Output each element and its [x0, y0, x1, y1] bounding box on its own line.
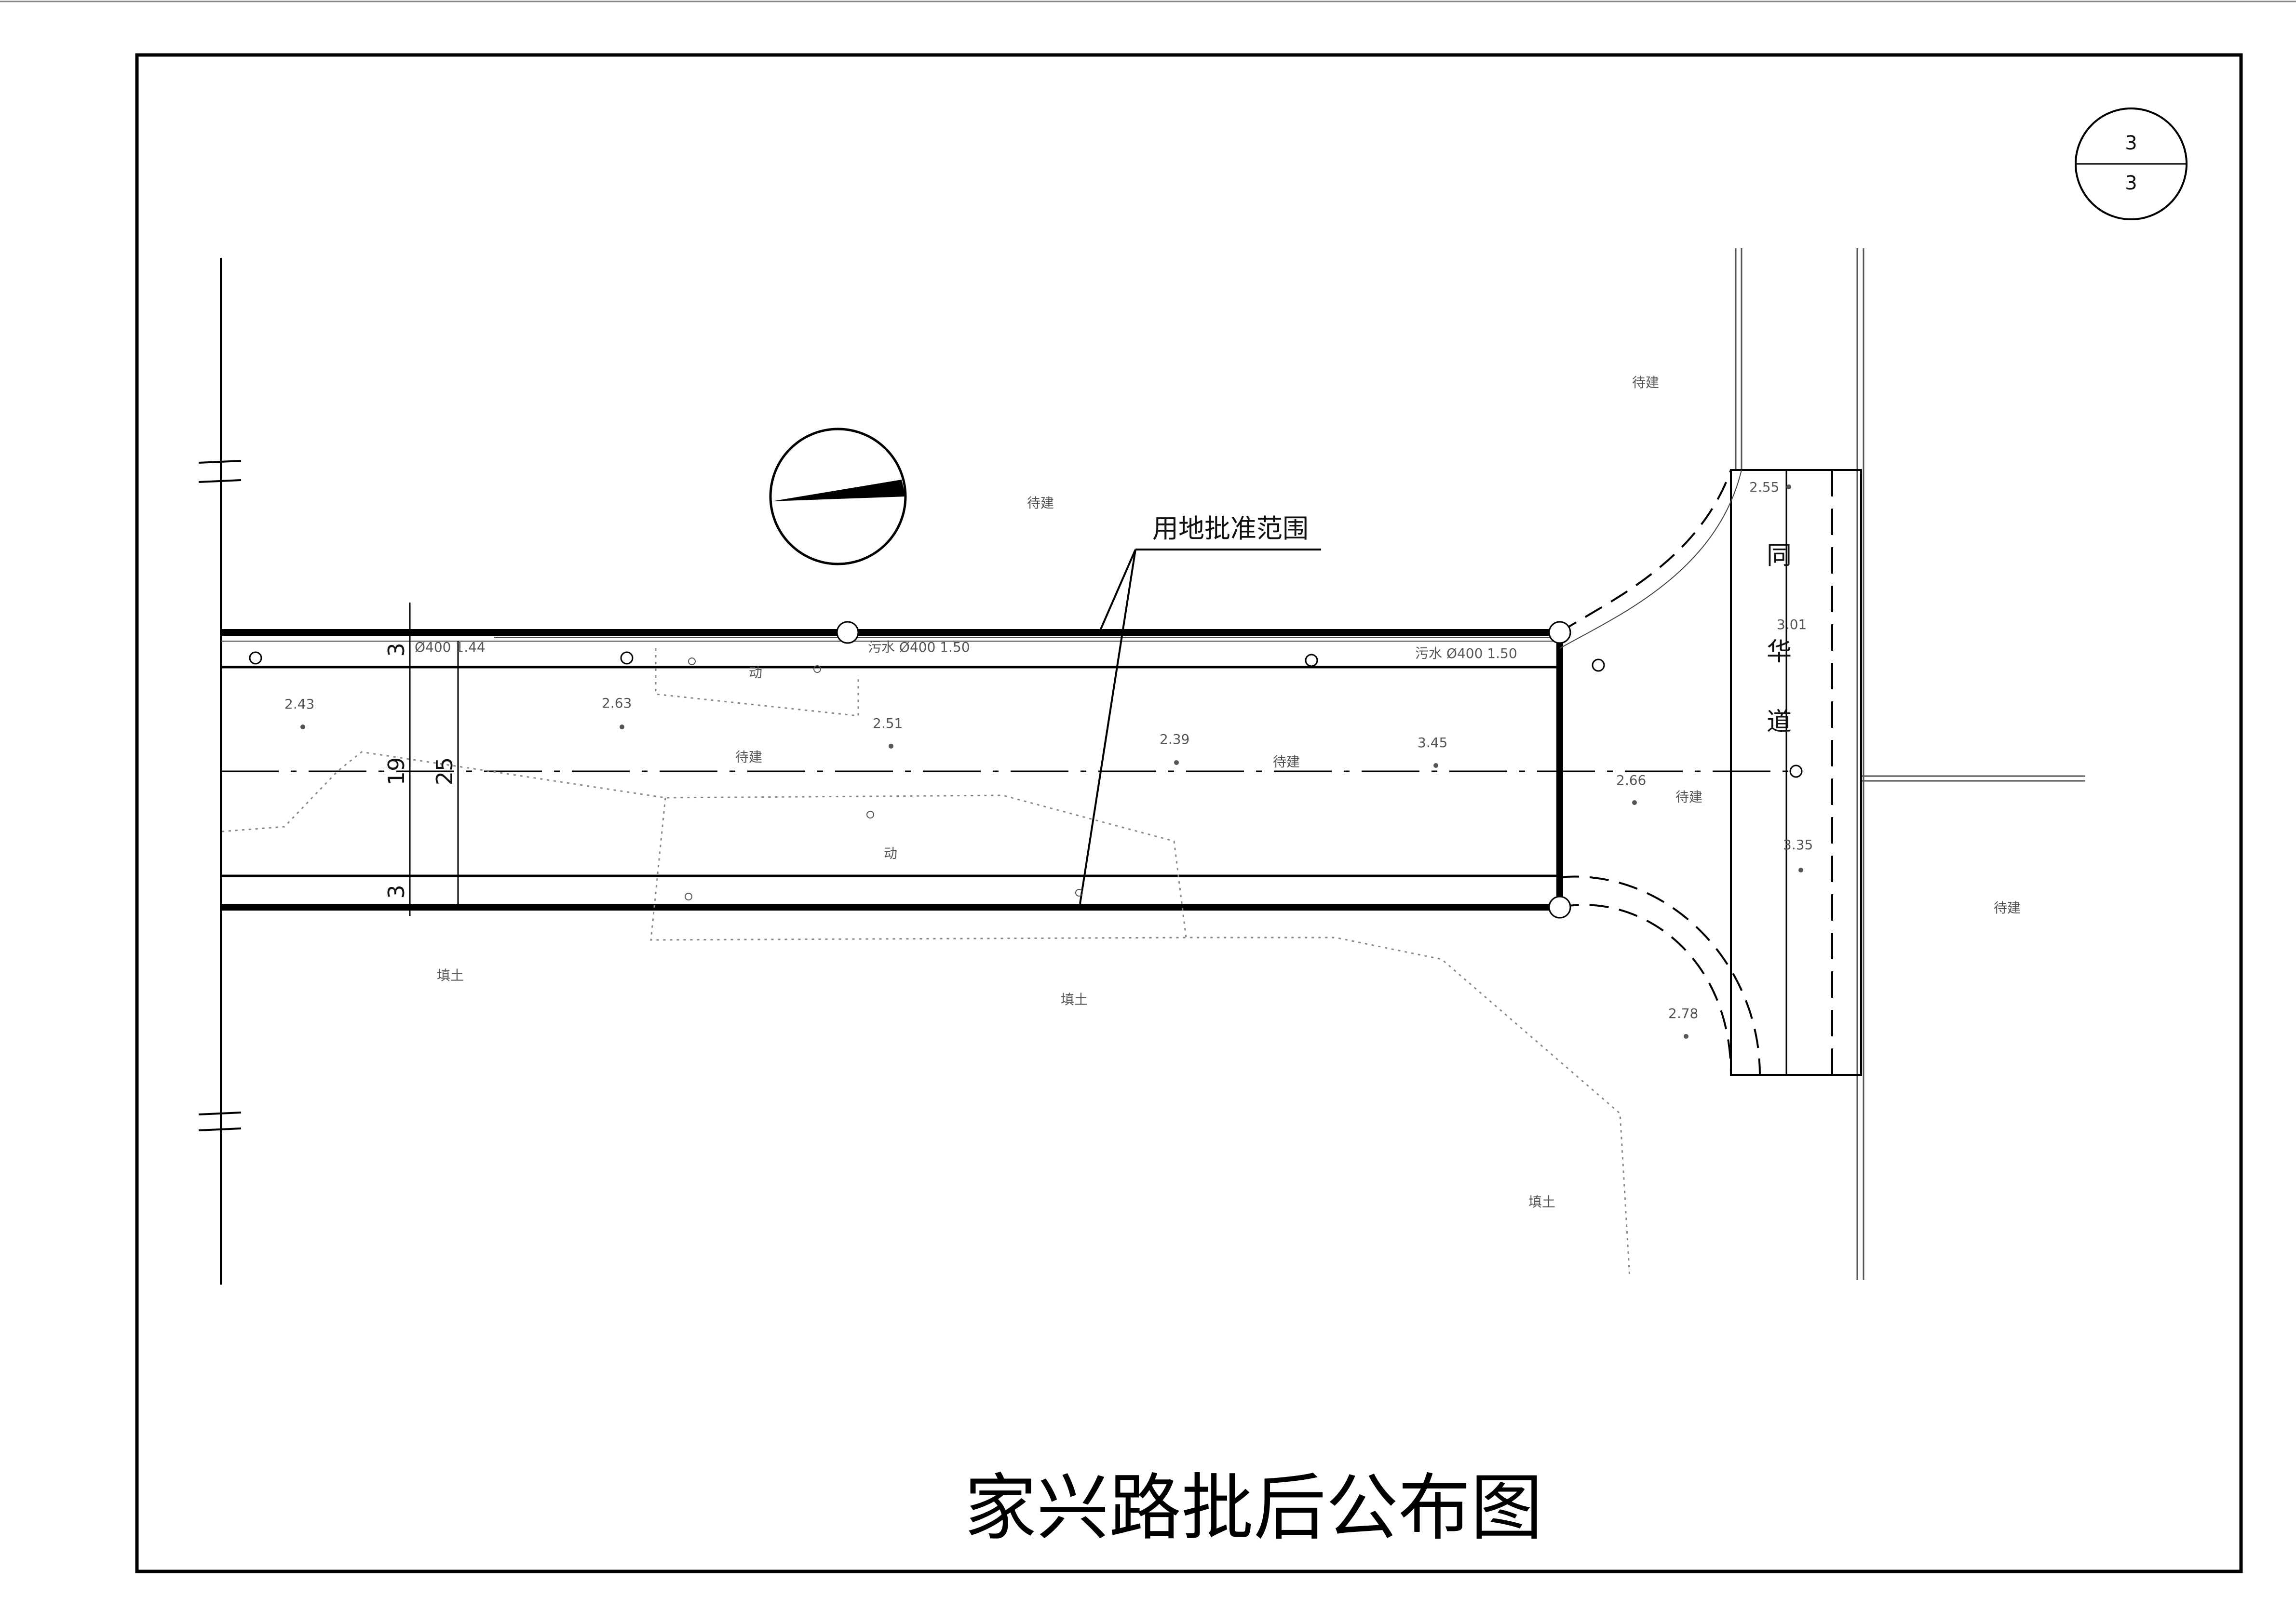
- elevation-3-45: 3.45: [1418, 735, 1447, 751]
- elevation-3-35: 3.35: [1783, 837, 1813, 853]
- sheet-total: 3: [2125, 172, 2137, 194]
- cross-street-lanes: [1730, 469, 1862, 1076]
- sheet-number: 3: [2125, 132, 2137, 154]
- ground-outline: [221, 648, 1631, 1278]
- land-use-small-2: 动: [884, 845, 897, 861]
- land-use-fill-3: 填土: [1528, 1194, 1555, 1210]
- land-use-tbd-4: 待建: [1273, 754, 1300, 770]
- page-border: [135, 53, 2243, 1573]
- sheet-number-badge: 3 3: [2075, 107, 2188, 220]
- elevation-points: [300, 484, 1803, 1039]
- elevation-2-78: 2.78: [1668, 1006, 1698, 1021]
- elevation-2-39: 2.39: [1160, 731, 1189, 747]
- land-use-tbd-5: 待建: [1675, 789, 1702, 805]
- break-mark-bottom: [198, 1112, 242, 1131]
- elevation-2-51: 2.51: [873, 715, 903, 731]
- land-use-tbd-2: 待建: [1027, 495, 1054, 511]
- approval-callout-label: 用地批准范围: [1152, 513, 1309, 544]
- dim-sidewalk-south: 3: [383, 885, 409, 899]
- elevation-2-55: 2.55: [1749, 479, 1779, 495]
- drawing-title: 家兴路批后公布图: [964, 1466, 1543, 1550]
- land-use-fill-2: 填土: [1061, 992, 1088, 1007]
- dim-sidewalk-north: 3: [383, 643, 409, 657]
- pipe-label-west: Ø400 1.44: [415, 639, 486, 655]
- land-use-tbd-1: 待建: [1632, 375, 1659, 390]
- cross-street-char-1: 同: [1767, 541, 1792, 570]
- cross-street-char-2: 华: [1767, 638, 1792, 667]
- dim-carriageway: 19: [383, 757, 409, 786]
- cross-street-edges: [1735, 248, 2085, 1280]
- north-arrow-icon: [769, 428, 907, 565]
- elevation-2-66: 2.66: [1616, 772, 1646, 788]
- curb-return-north: [1559, 469, 1732, 633]
- pipe-label-east: 污水 Ø400 1.50: [1415, 645, 1517, 661]
- land-use-small-1: 动: [749, 665, 762, 681]
- boundary-markers: [249, 621, 1803, 919]
- cross-street-char-3: 道: [1767, 708, 1792, 737]
- pipe-label-middle: 污水 Ø400 1.50: [868, 639, 970, 655]
- curb-return-north-inner: [1559, 469, 1742, 649]
- curb-return-south: [1559, 904, 1732, 1075]
- survey-marks: [685, 657, 1083, 900]
- elevation-2-43: 2.43: [284, 696, 314, 712]
- dim-total-width: 25: [432, 757, 458, 786]
- elevation-3-01: 3.01: [1777, 617, 1807, 632]
- land-use-tbd-6: 待建: [1994, 900, 2021, 916]
- approval-callout: 用地批准范围: [1079, 513, 1321, 904]
- break-mark-top: [198, 460, 242, 483]
- dimension-lines: [400, 603, 459, 916]
- curb-return-south-2: [1559, 875, 1761, 1075]
- land-use-tbd-3: 待建: [735, 749, 762, 765]
- land-use-fill-1: 填土: [437, 967, 464, 983]
- elevation-2-63: 2.63: [602, 695, 632, 711]
